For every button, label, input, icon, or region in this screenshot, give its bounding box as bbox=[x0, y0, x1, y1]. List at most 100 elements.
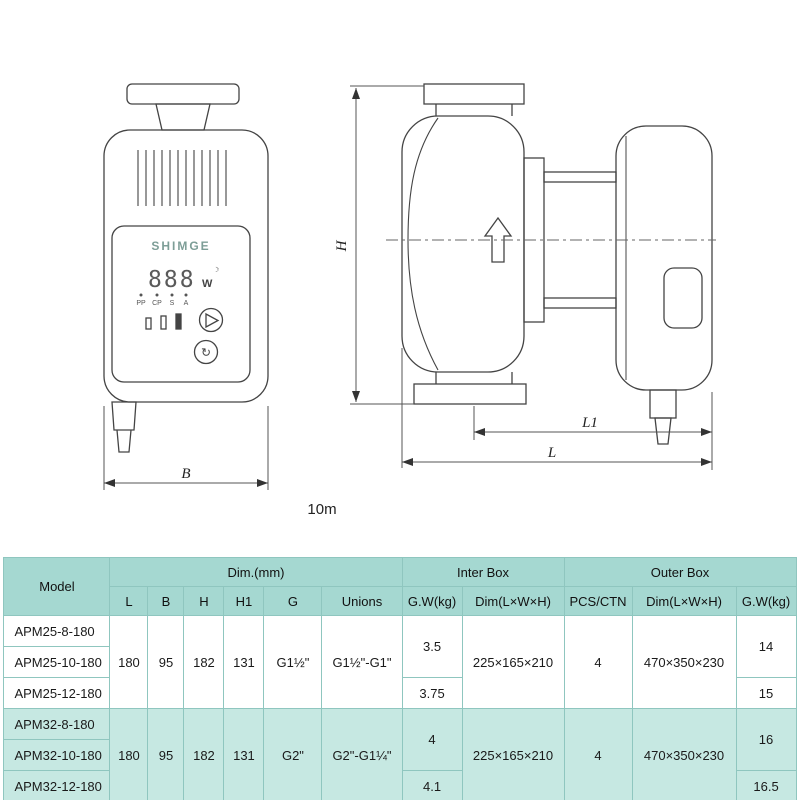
dimension-l bbox=[401, 348, 712, 468]
dim-label-l1: L1 bbox=[581, 415, 598, 431]
side-view bbox=[401, 83, 713, 445]
dim-l-cell: 180 bbox=[109, 615, 149, 709]
front-top-flange bbox=[126, 83, 240, 105]
inter-gw-cell: 3.75 bbox=[401, 677, 463, 709]
dim-label-l: L bbox=[547, 445, 556, 461]
table-row: APM32-8-180 180 95 182 131 G2" G2"-G1¼" … bbox=[3, 708, 797, 800]
unions-cell: G1½"-G1" bbox=[321, 615, 403, 709]
header-row-columns: L B H H1 G Unions G.W(kg) Dim(L×W×H) PCS… bbox=[4, 586, 797, 616]
dim-l-cell: 180 bbox=[109, 708, 149, 800]
front-neck bbox=[155, 103, 211, 131]
col-header-model: Model bbox=[3, 557, 111, 616]
gauge-bar-1 bbox=[145, 317, 152, 330]
indicator-led-3 bbox=[170, 293, 174, 297]
terminal-cover bbox=[663, 267, 703, 329]
dim-b-cell: 95 bbox=[147, 615, 185, 709]
dim-h-cell: 182 bbox=[183, 615, 225, 709]
outer-gw-cell: 15 bbox=[735, 677, 797, 709]
control-panel bbox=[111, 225, 251, 383]
group-header-outer-box: Outer Box bbox=[563, 557, 797, 587]
model-cell: APM32-12-180 bbox=[3, 770, 111, 800]
power-unit: W bbox=[202, 278, 213, 290]
inter-dim-cell: 225×165×210 bbox=[461, 615, 565, 709]
head-label: 10m bbox=[307, 501, 336, 518]
night-mode-icon: ☽ bbox=[213, 266, 219, 274]
dim-h-cell: 182 bbox=[183, 708, 225, 800]
start-button[interactable] bbox=[198, 307, 224, 333]
col-header-outer-dim: Dim(L×W×H) bbox=[631, 586, 737, 616]
dim-label-b: B bbox=[181, 466, 190, 482]
col-header-g: G bbox=[263, 586, 323, 616]
gauge-bar-2 bbox=[160, 315, 167, 330]
indicator-led-1 bbox=[139, 293, 143, 297]
dimension-l1 bbox=[473, 392, 713, 470]
indicator-label-pp: PP bbox=[136, 300, 146, 307]
mode-button[interactable] bbox=[193, 339, 219, 365]
outer-gw-cell: 16.5 bbox=[735, 770, 797, 800]
auto-mode-icon: ↻ bbox=[201, 346, 211, 360]
volute-inner-curve bbox=[407, 117, 439, 371]
dim-b-cell: 95 bbox=[147, 708, 185, 800]
dim-label-h: H bbox=[334, 239, 350, 252]
dim-h1-cell: 131 bbox=[223, 615, 265, 709]
dim-g-cell: G1½" bbox=[263, 615, 323, 709]
gauge-bar-3 bbox=[175, 313, 182, 330]
flow-arrow-icon bbox=[483, 216, 513, 263]
inter-gw-cell: 4.1 bbox=[401, 770, 463, 800]
model-cell: APM25-8-180 bbox=[3, 615, 111, 647]
indicator-led-2 bbox=[155, 293, 159, 297]
group-header-dim: Dim.(mm) bbox=[109, 557, 403, 587]
dimension-h bbox=[350, 85, 424, 405]
pump-technical-drawing: SHIMGE 888 W ☽ PP CP S A ↻ B bbox=[103, 83, 716, 518]
col-header-inter-gw: G.W(kg) bbox=[401, 586, 463, 616]
power-display: 888 bbox=[148, 267, 196, 293]
play-icon bbox=[205, 312, 220, 329]
inter-dim-cell: 225×165×210 bbox=[461, 708, 565, 800]
outer-gw-cell: 14 bbox=[735, 615, 797, 678]
tie-bolt-bottom bbox=[543, 297, 617, 309]
indicator-led-4 bbox=[184, 293, 188, 297]
indicator-label-cp: CP bbox=[152, 300, 162, 307]
cable-gland bbox=[649, 389, 677, 419]
model-cell: APM32-10-180 bbox=[3, 739, 111, 771]
outer-gw-cell: 16 bbox=[735, 708, 797, 771]
model-cell: APM25-10-180 bbox=[3, 646, 111, 678]
outer-dim-cell: 470×350×230 bbox=[631, 615, 737, 709]
col-header-l: L bbox=[109, 586, 149, 616]
tie-bolt-top bbox=[543, 171, 617, 183]
spec-table: Model Dim.(mm) Inter Box Outer Box L B H… bbox=[3, 557, 797, 800]
inter-gw-cell: 4 bbox=[401, 708, 463, 771]
inter-gw-cell: 3.5 bbox=[401, 615, 463, 678]
pcs-cell: 4 bbox=[563, 708, 633, 800]
dim-h1-cell: 131 bbox=[223, 708, 265, 800]
side-top-flange bbox=[423, 83, 525, 105]
dim-g-cell: G2" bbox=[263, 708, 323, 800]
front-bottom-pipe bbox=[111, 401, 137, 453]
col-header-h: H bbox=[183, 586, 225, 616]
table-row: APM32-12-180 4.1 16.5 bbox=[3, 770, 797, 800]
col-header-inter-dim: Dim(L×W×H) bbox=[461, 586, 565, 616]
indicator-label-a: A bbox=[184, 300, 189, 307]
col-header-pcs: PCS/CTN bbox=[563, 586, 633, 616]
col-header-unions: Unions bbox=[321, 586, 403, 616]
col-header-h1: H1 bbox=[223, 586, 265, 616]
indicator-label-s: S bbox=[170, 300, 175, 307]
vent-grille bbox=[137, 150, 227, 206]
outer-dim-cell: 470×350×230 bbox=[631, 708, 737, 800]
col-header-b: B bbox=[147, 586, 185, 616]
dimension-b bbox=[103, 406, 269, 490]
brand-logo: SHIMGE bbox=[151, 239, 210, 253]
motor-housing bbox=[615, 125, 713, 391]
cable-tip bbox=[654, 417, 672, 445]
col-header-outer-gw: G.W(kg) bbox=[735, 586, 797, 616]
side-bottom-flange bbox=[413, 383, 527, 405]
model-cell: APM25-12-180 bbox=[3, 677, 111, 709]
group-header-inter-box: Inter Box bbox=[401, 557, 565, 587]
table-row: APM25-12-180 3.75 15 bbox=[3, 677, 797, 709]
table-row: APM25-10-180 bbox=[3, 646, 796, 678]
front-view bbox=[103, 83, 269, 453]
unions-cell: G2"-G1¼" bbox=[321, 708, 403, 800]
table-row: APM32-10-180 bbox=[3, 739, 796, 771]
table-row: APM25-8-180 180 95 182 131 G1½" G1½"-G1"… bbox=[3, 615, 797, 709]
